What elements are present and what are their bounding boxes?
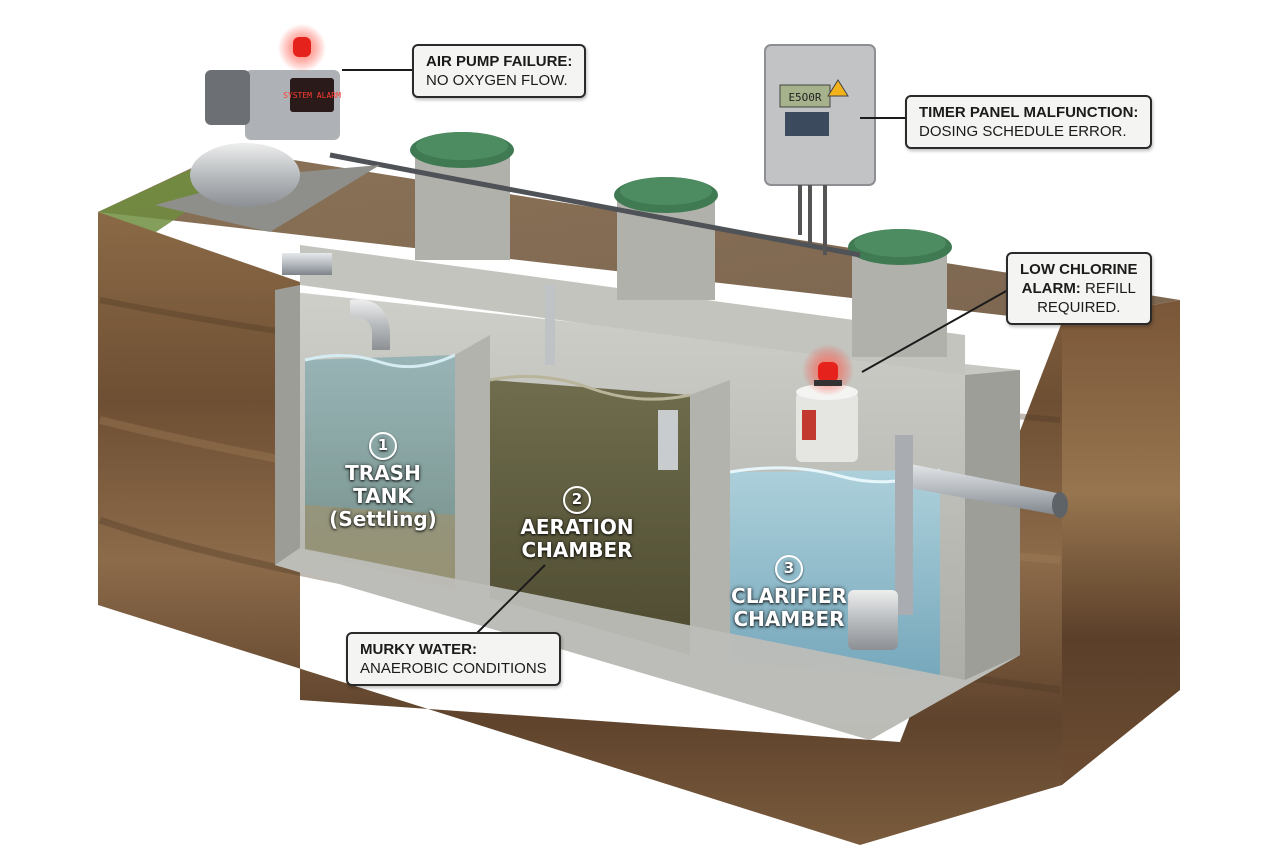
callout-low-chlorine-alarm: LOW CHLORINE ALARM: REFILL REQUIRED. bbox=[1006, 252, 1152, 325]
callout-air-pump-failure: AIR PUMP FAILURE: NO OXYGEN FLOW. bbox=[412, 44, 587, 98]
chamber-label-aeration: 2 AERATION CHAMBER bbox=[512, 486, 642, 562]
soil-front-face bbox=[98, 212, 1062, 845]
leader-murky bbox=[474, 564, 546, 636]
pump-display-text: SYSTEM ALARM bbox=[283, 91, 341, 100]
timer-panel: E5O0R bbox=[764, 44, 876, 255]
tank-right-wall bbox=[965, 370, 1020, 680]
chamber-title: TRASH TANK bbox=[345, 461, 421, 508]
chamber-subtitle: CHAMBER bbox=[733, 607, 845, 631]
pump-cylinder bbox=[205, 70, 250, 125]
callout-heading: TIMER PANEL MALFUNCTION: bbox=[919, 104, 1139, 121]
inlet-pipe bbox=[282, 253, 390, 350]
riser-2 bbox=[614, 177, 718, 300]
chamber-label-clarifier: 3 CLARIFIER CHAMBER bbox=[724, 555, 854, 631]
callout-heading: ALARM: bbox=[1021, 280, 1081, 297]
callout-body: DOSING SCHEDULE ERROR. bbox=[919, 123, 1127, 140]
leader-chlorine bbox=[861, 289, 1009, 373]
chamber-subtitle: CHAMBER bbox=[521, 538, 633, 562]
callout-heading: LOW CHLORINE bbox=[1020, 261, 1138, 278]
chamber-subtitle: (Settling) bbox=[329, 507, 437, 531]
callout-body: REQUIRED. bbox=[1037, 299, 1121, 316]
soil-side-face bbox=[1062, 300, 1180, 785]
air-line-pipe bbox=[329, 152, 861, 258]
pump-alarm-light-icon bbox=[293, 37, 311, 57]
chlorine-alarm-light-icon bbox=[802, 344, 854, 396]
tank-front-rim bbox=[275, 548, 1020, 740]
chamber-number: 1 bbox=[369, 432, 397, 460]
callout-heading: MURKY WATER: bbox=[360, 641, 477, 658]
chamber-label-trash-tank: 1 TRASH TANK (Settling) bbox=[318, 432, 448, 531]
pump-tank bbox=[190, 143, 300, 207]
chamber-number: 3 bbox=[775, 555, 803, 583]
air-pump: SYSTEM ALARM bbox=[155, 24, 380, 232]
callout-body: ANAEROBIC CONDITIONS bbox=[360, 660, 547, 677]
callout-murky-water: MURKY WATER: ANAEROBIC CONDITIONS bbox=[346, 632, 561, 686]
divider-wall-1 bbox=[455, 335, 490, 600]
baffle-pipe bbox=[545, 285, 555, 365]
chamber-number: 2 bbox=[563, 486, 591, 514]
baffle-pipe bbox=[658, 410, 678, 470]
riser-1 bbox=[410, 132, 514, 260]
tank-back-wall bbox=[300, 245, 965, 375]
callout-body: REFILL bbox=[1084, 280, 1136, 297]
callout-heading: AIR PUMP FAILURE: bbox=[426, 53, 573, 70]
trash-tank-chamber bbox=[304, 353, 456, 590]
aeration-chamber bbox=[489, 374, 691, 655]
warning-triangle-icon bbox=[827, 79, 849, 97]
submersible-pump bbox=[848, 435, 913, 650]
chamber-title: CLARIFIER bbox=[731, 584, 847, 608]
timer-display-text: E5O0R bbox=[788, 91, 821, 104]
tank-left-wall bbox=[275, 285, 300, 565]
pump-display bbox=[290, 78, 334, 112]
panel-conduit bbox=[798, 185, 827, 255]
water-surface-ripple bbox=[304, 353, 456, 369]
trash-tank-sludge bbox=[305, 505, 455, 590]
timer-keypad bbox=[785, 112, 829, 136]
divider-wall-2 bbox=[690, 380, 730, 662]
chamber-title: AERATION bbox=[520, 515, 634, 539]
callout-body: NO OXYGEN FLOW. bbox=[426, 72, 568, 89]
callout-timer-panel-malfunction: TIMER PANEL MALFUNCTION: DOSING SCHEDULE… bbox=[905, 95, 1153, 149]
aeration-water bbox=[490, 380, 690, 655]
outlet-pipe bbox=[900, 462, 1068, 518]
riser-3 bbox=[848, 229, 952, 357]
water-surface-ripple bbox=[489, 374, 691, 401]
